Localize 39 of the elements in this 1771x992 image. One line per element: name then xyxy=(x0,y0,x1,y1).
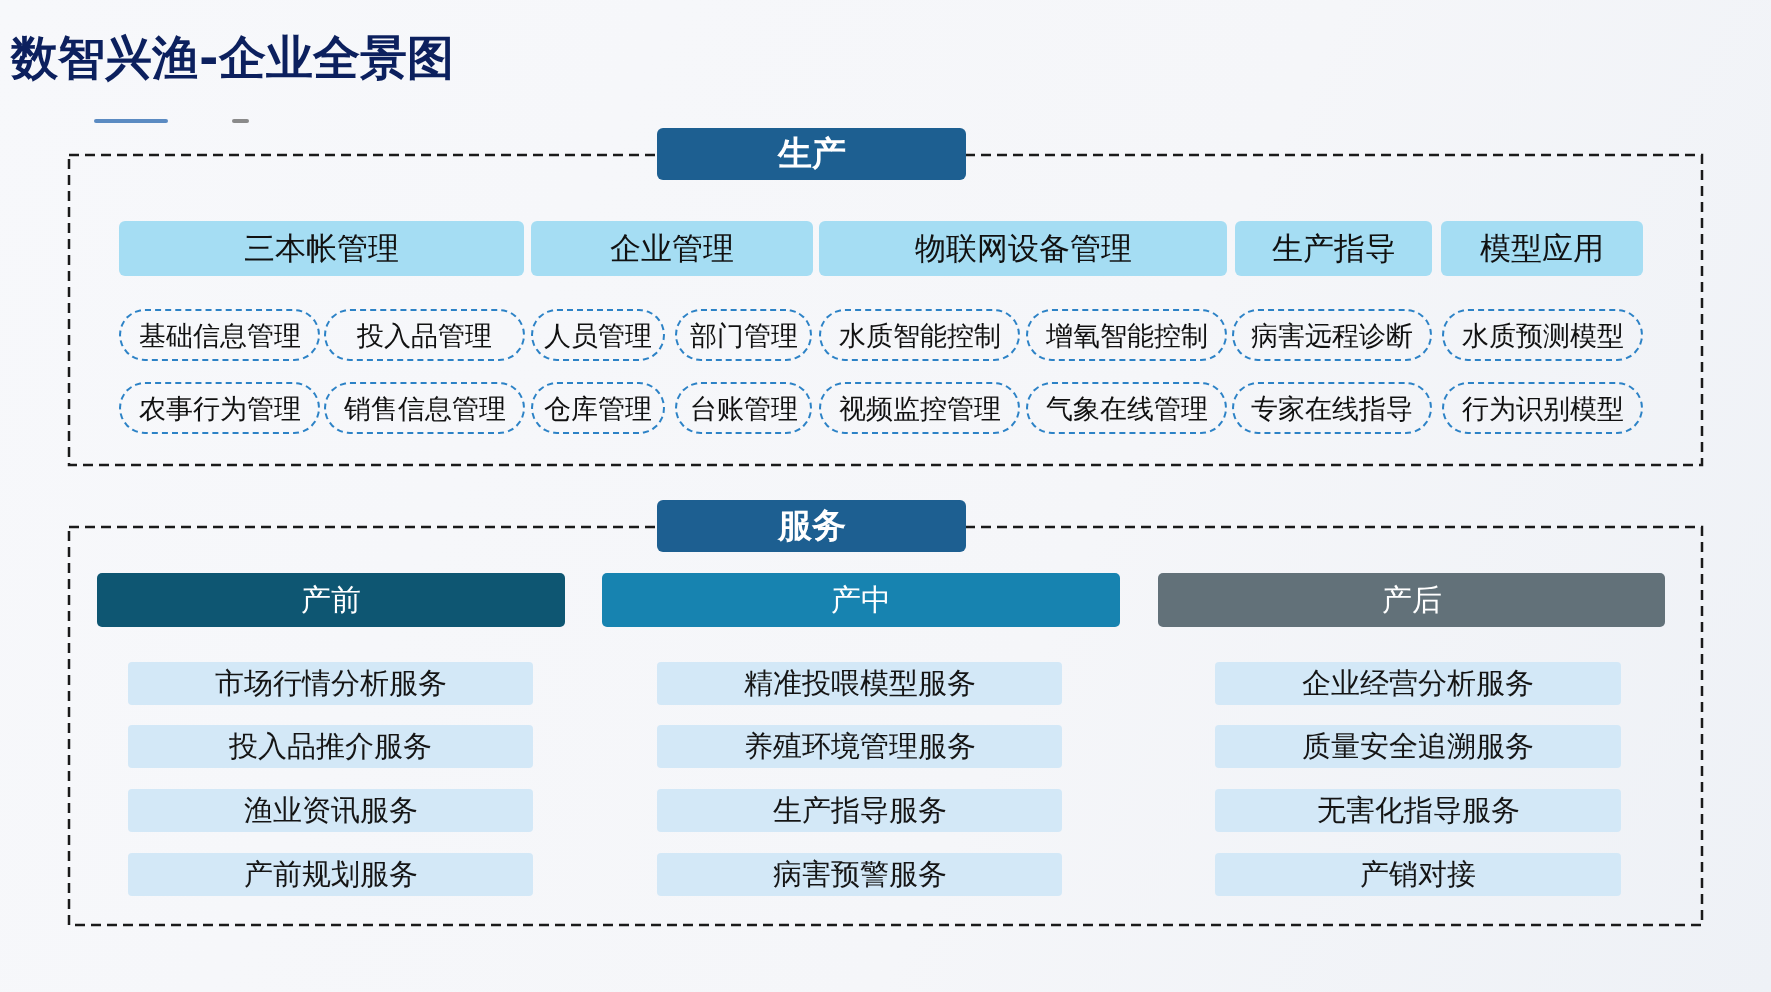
service-tag: 产销对接 xyxy=(1215,853,1621,896)
module-header: 物联网设备管理 xyxy=(819,221,1227,276)
module-header: 企业管理 xyxy=(531,221,813,276)
module-header: 生产指导 xyxy=(1235,221,1432,276)
section-title-tab: 服务 xyxy=(657,500,966,552)
service-tag: 产前规划服务 xyxy=(128,853,533,896)
service-tag: 质量安全追溯服务 xyxy=(1215,725,1621,768)
stage-header: 产前 xyxy=(97,573,565,627)
service-tag: 养殖环境管理服务 xyxy=(657,725,1062,768)
feature-tag: 销售信息管理 xyxy=(324,382,525,434)
page-title: 数智兴渔-企业全景图 xyxy=(11,30,454,87)
feature-tag: 农事行为管理 xyxy=(119,382,320,434)
feature-tag: 基础信息管理 xyxy=(119,309,320,361)
feature-tag: 气象在线管理 xyxy=(1026,382,1227,434)
module-header: 模型应用 xyxy=(1441,221,1643,276)
feature-tag: 水质预测模型 xyxy=(1442,309,1643,361)
feature-tag: 人员管理 xyxy=(531,309,665,361)
feature-tag: 专家在线指导 xyxy=(1232,382,1432,434)
feature-tag: 水质智能控制 xyxy=(819,309,1020,361)
feature-tag: 台账管理 xyxy=(675,382,812,434)
module-header: 三本帐管理 xyxy=(119,221,524,276)
feature-tag: 仓库管理 xyxy=(531,382,665,434)
feature-tag: 增氧智能控制 xyxy=(1026,309,1227,361)
service-tag: 无害化指导服务 xyxy=(1215,789,1621,832)
service-tag: 生产指导服务 xyxy=(657,789,1062,832)
service-tag: 企业经营分析服务 xyxy=(1215,662,1621,705)
stage-header: 产后 xyxy=(1158,573,1665,627)
stage-header: 产中 xyxy=(602,573,1120,627)
feature-tag: 投入品管理 xyxy=(324,309,525,361)
feature-tag: 病害远程诊断 xyxy=(1232,309,1432,361)
feature-tag: 视频监控管理 xyxy=(819,382,1020,434)
feature-tag: 部门管理 xyxy=(675,309,812,361)
service-tag: 投入品推介服务 xyxy=(128,725,533,768)
section-title-tab: 生产 xyxy=(657,128,966,180)
service-tag: 病害预警服务 xyxy=(657,853,1062,896)
service-tag: 渔业资讯服务 xyxy=(128,789,533,832)
service-tag: 精准投喂模型服务 xyxy=(657,662,1062,705)
service-tag: 市场行情分析服务 xyxy=(128,662,533,705)
feature-tag: 行为识别模型 xyxy=(1442,382,1643,434)
